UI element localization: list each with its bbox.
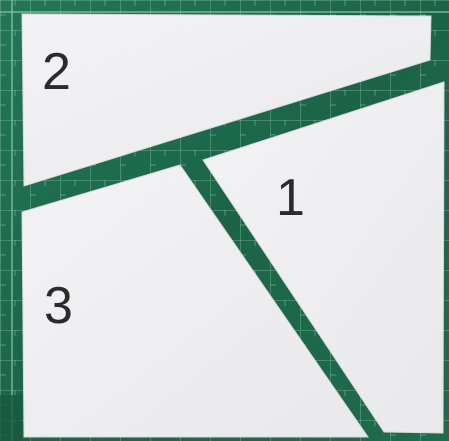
piece-number-1: 1 bbox=[276, 172, 305, 224]
piece-number-3: 3 bbox=[44, 280, 73, 332]
piece-number-2: 2 bbox=[42, 46, 71, 98]
